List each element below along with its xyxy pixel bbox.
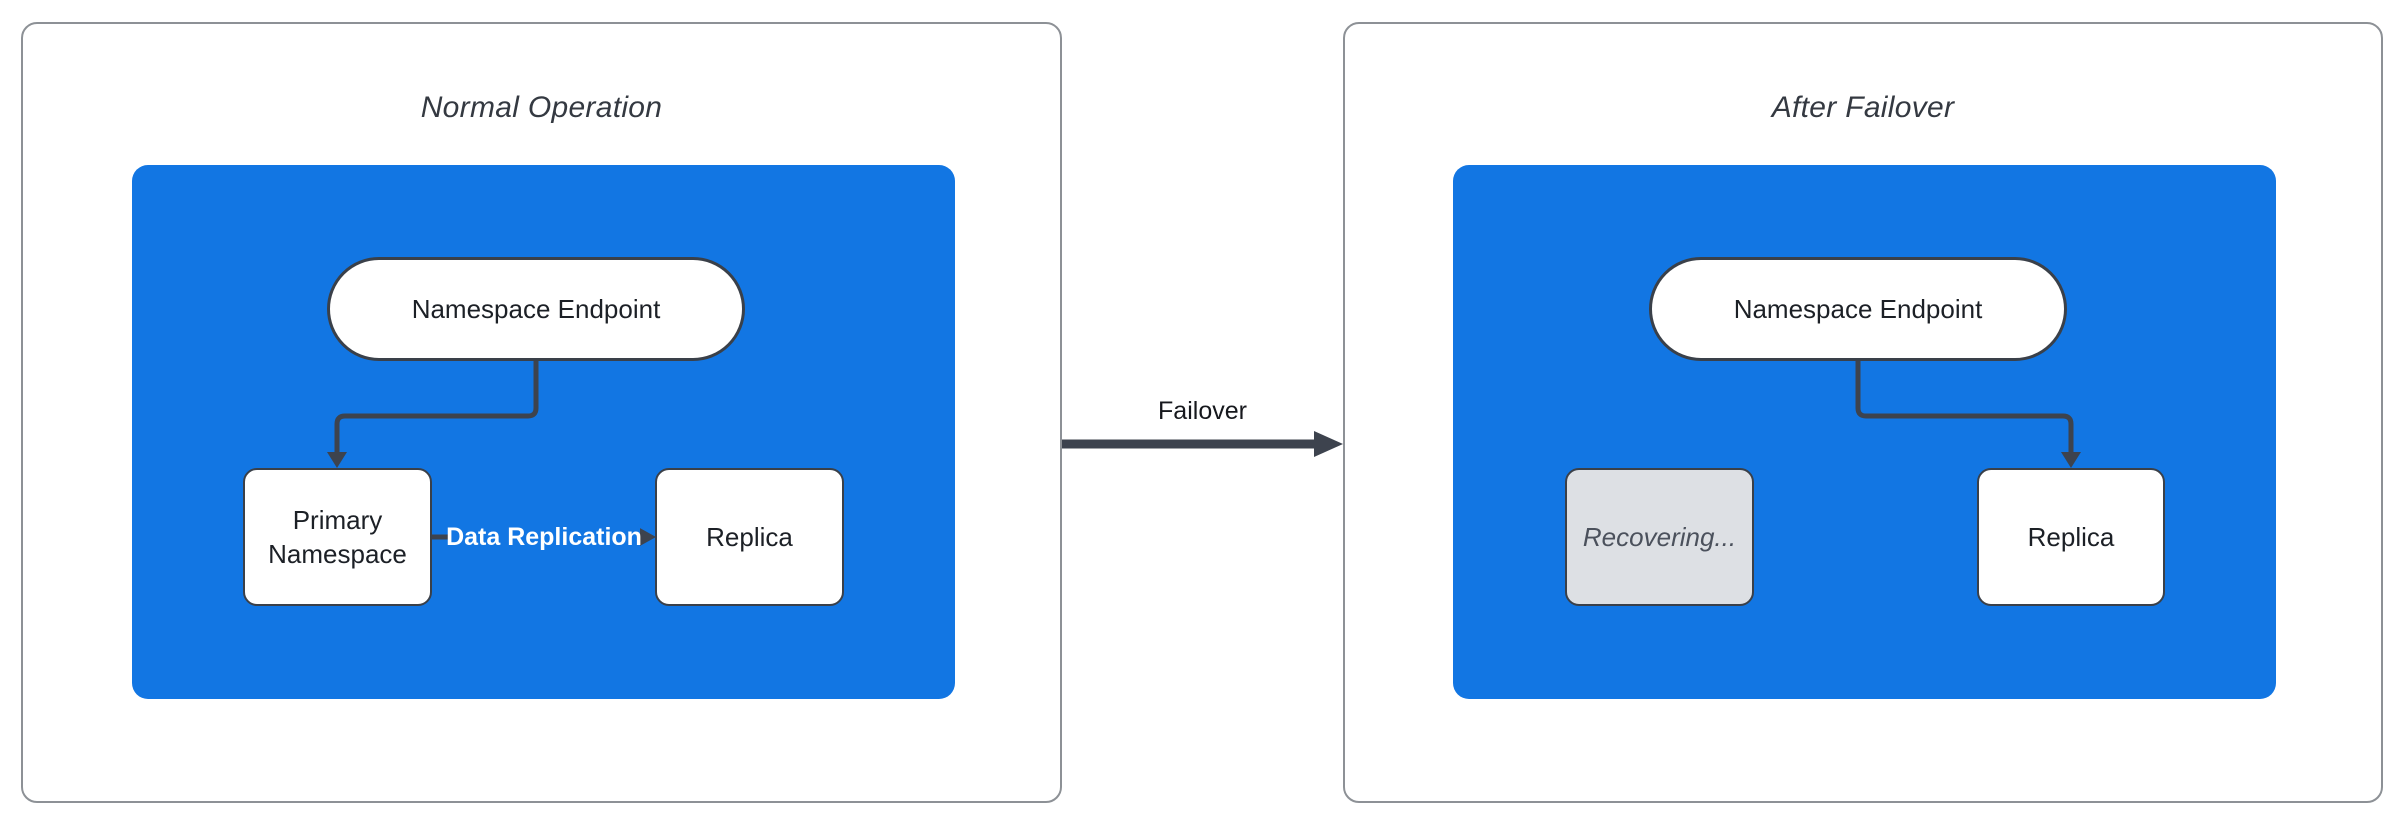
primary-namespace-label: Primary Namespace xyxy=(268,505,407,569)
connector-lines-left xyxy=(327,361,656,547)
replica-label-right: Replica xyxy=(2027,522,2115,552)
panel-title-normal-operation: Normal Operation xyxy=(420,91,663,124)
recovering-node: Recovering... xyxy=(1565,468,1754,606)
endpoint-to-replica-connector xyxy=(1855,361,2074,454)
panel-normal-operation: Normal Operation Namespace Endpoint Prim… xyxy=(21,22,1062,803)
connector-lines-right xyxy=(1855,361,2081,468)
replica-node-left: Replica xyxy=(655,468,844,606)
endpoint-to-primary-arrowhead-icon xyxy=(327,452,347,468)
endpoint-to-primary-connector xyxy=(334,361,539,454)
namespace-container-failover: Namespace Endpoint Recovering... Replica xyxy=(1453,165,2276,699)
endpoint-to-replica-arrowhead-icon xyxy=(2061,452,2081,468)
replica-label-left: Replica xyxy=(706,522,793,552)
replica-node-right: Replica xyxy=(1977,468,2165,606)
namespace-endpoint-node-right: Namespace Endpoint xyxy=(1649,257,2067,361)
namespace-endpoint-label-right: Namespace Endpoint xyxy=(1733,294,1983,324)
failover-label: Failover xyxy=(1158,397,1247,425)
namespace-endpoint-label-left: Namespace Endpoint xyxy=(411,294,661,324)
namespace-endpoint-node-left: Namespace Endpoint xyxy=(327,257,745,361)
data-replication-label: Data Replication xyxy=(446,520,642,554)
panel-after-failover: After Failover Namespace Endpoint Recove… xyxy=(1343,22,2383,803)
panel-title-after-failover: After Failover xyxy=(1771,91,1955,124)
namespace-container-normal: Namespace Endpoint Primary Namespace Rep… xyxy=(132,165,955,699)
failover-arrowhead-icon xyxy=(1314,431,1343,457)
recovering-label: Recovering... xyxy=(1582,522,1737,552)
failover-arrow xyxy=(1062,431,1343,457)
primary-namespace-node: Primary Namespace xyxy=(243,468,432,606)
